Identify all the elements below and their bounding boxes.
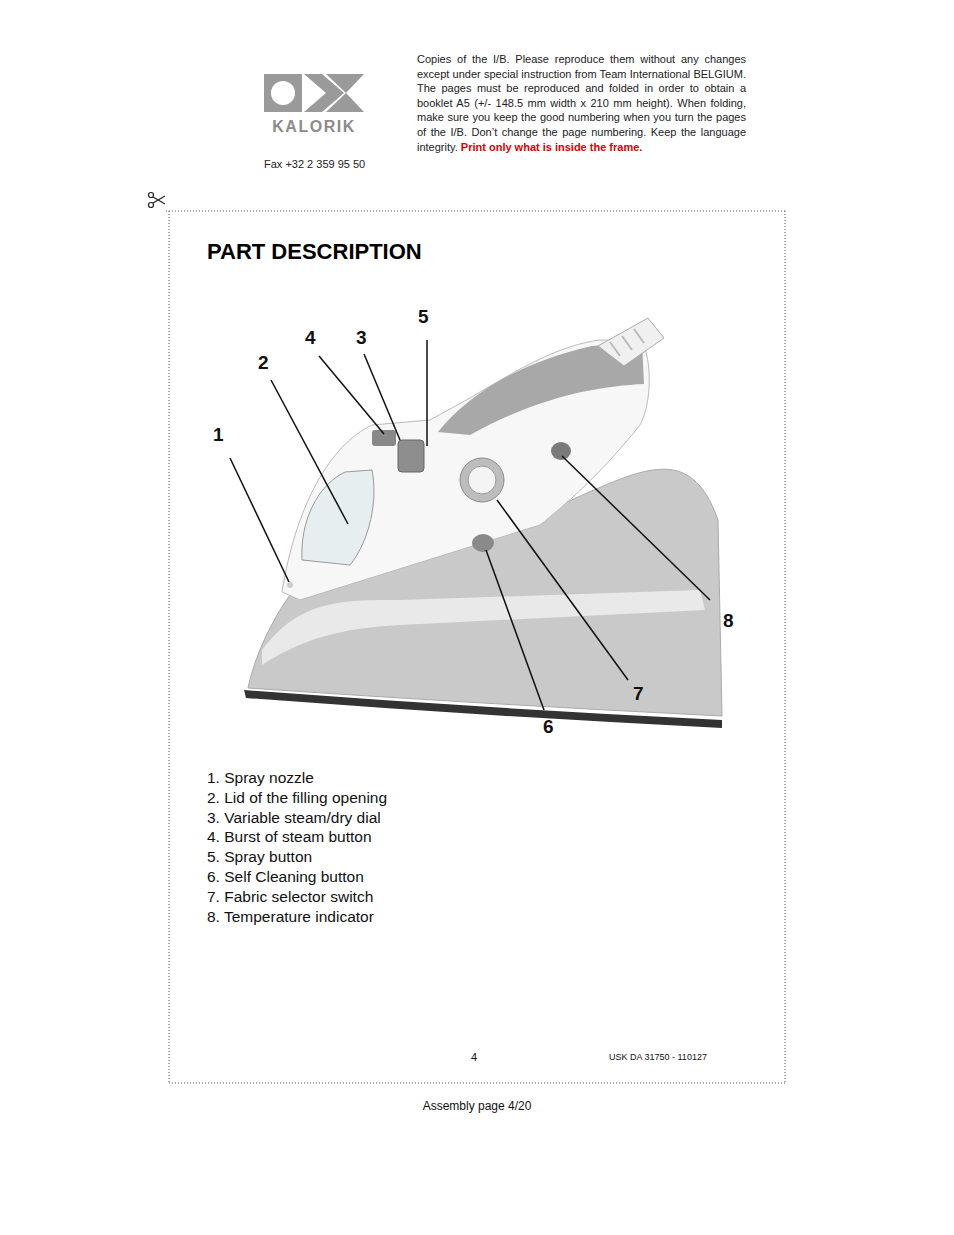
callout-number: 5 bbox=[418, 306, 429, 329]
callout-number: 4 bbox=[305, 327, 316, 350]
part-list-item: 4. Burst of steam button bbox=[207, 828, 372, 847]
callout-number: 7 bbox=[633, 683, 644, 706]
assembly-page: Assembly page 4/20 bbox=[423, 1099, 532, 1113]
warning-text: Print only what is inside the frame. bbox=[461, 141, 643, 153]
callout-number: 8 bbox=[723, 610, 734, 633]
fax-number: Fax +32 2 359 95 50 bbox=[264, 158, 365, 171]
part-list-item: 7. Fabric selector switch bbox=[207, 888, 373, 907]
callout-number: 3 bbox=[356, 327, 367, 350]
part-list-item: 3. Variable steam/dry dial bbox=[207, 809, 381, 828]
steam-iron-illustration bbox=[244, 318, 722, 728]
part-list-item: 1. Spray nozzle bbox=[207, 769, 314, 788]
part-list-item: 6. Self Cleaning button bbox=[207, 868, 364, 887]
callout-number: 2 bbox=[258, 352, 269, 375]
callout-number: 6 bbox=[543, 716, 554, 739]
page-heading: PART DESCRIPTION bbox=[207, 239, 422, 265]
kalorik-logo bbox=[264, 74, 364, 112]
cut-frame bbox=[166, 211, 785, 1083]
document-code: USK DA 31750 - 110127 bbox=[609, 1052, 707, 1063]
part-list-item: 5. Spray button bbox=[207, 848, 312, 867]
part-list-item: 8. Temperature indicator bbox=[207, 908, 374, 927]
callout-number: 1 bbox=[213, 424, 224, 447]
instruction-text: Copies of the I/B. Please reproduce them… bbox=[417, 53, 746, 153]
page-number: 4 bbox=[471, 1051, 477, 1064]
print-instructions: Copies of the I/B. Please reproduce them… bbox=[417, 52, 746, 154]
scissors-symbol bbox=[149, 193, 166, 208]
leader-lines bbox=[230, 340, 710, 710]
part-list-item: 2. Lid of the filling opening bbox=[207, 789, 387, 808]
logo-wordmark: KALORIK bbox=[272, 117, 355, 136]
